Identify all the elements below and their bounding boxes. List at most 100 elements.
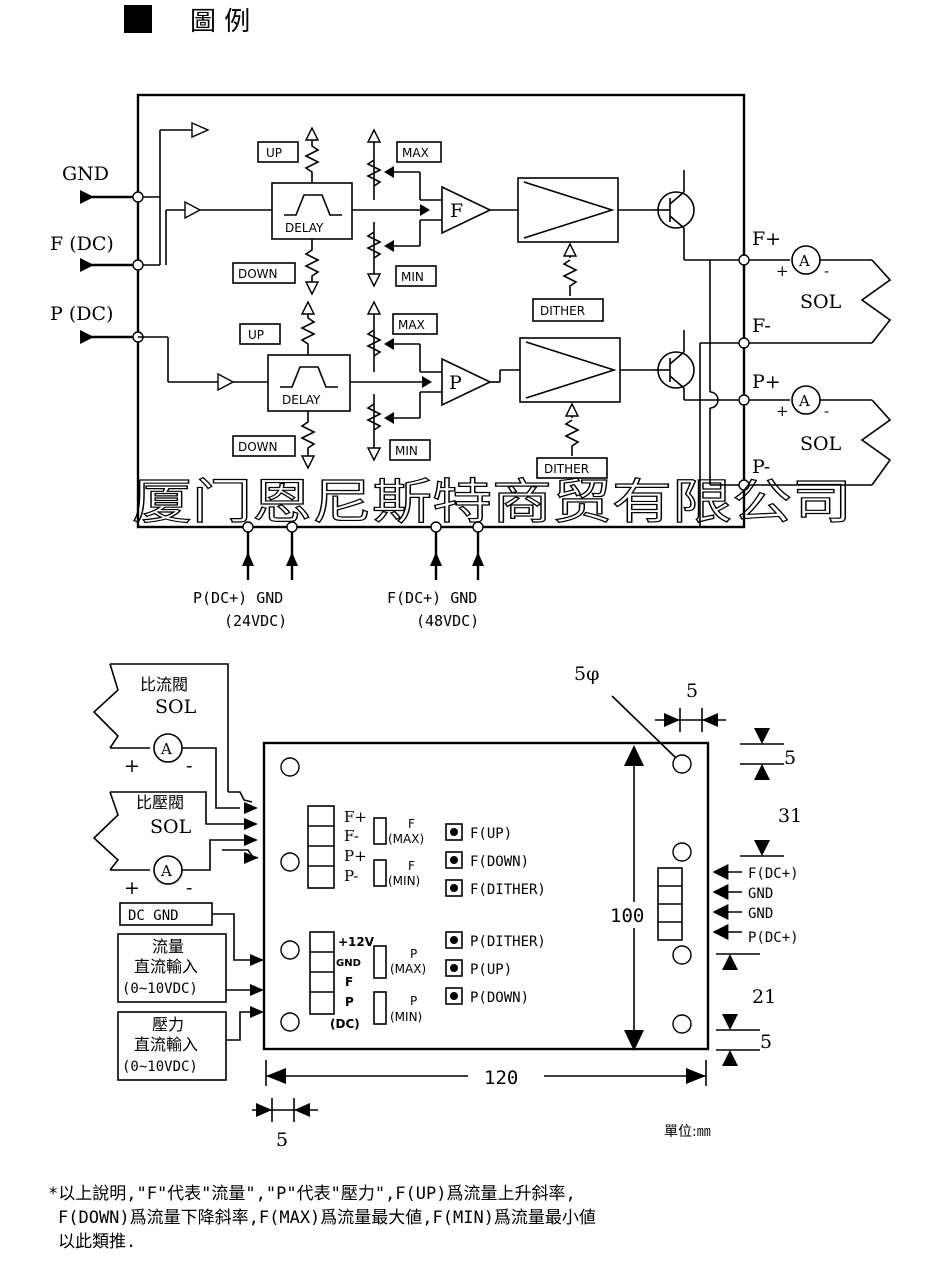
svg-text:(MIN): (MIN) [388, 874, 420, 888]
f-min-label: MIN [401, 270, 424, 284]
svg-text:A: A [798, 392, 810, 410]
pcb-outline [262, 741, 710, 1051]
input-p-dc-label: P (DC) [50, 303, 113, 325]
dim-right-top: 5 [784, 747, 796, 769]
svg-text:F: F [408, 859, 415, 873]
svg-text:+: + [124, 877, 140, 899]
f-max-label: MAX [402, 146, 429, 160]
dim-width: 120 [484, 1067, 518, 1089]
header-square-icon [124, 5, 152, 33]
pressure-input-title: 壓力 [152, 1015, 184, 1034]
out-p-plus-label: P+ [752, 371, 781, 393]
p-delay-box [267, 354, 351, 412]
f-dither-label: DITHER [540, 304, 585, 318]
f-voltage-label: (48VDC) [416, 612, 479, 630]
f-power-label: F(DC+) GND [387, 589, 477, 607]
dim-left-gap: 5 [276, 1129, 288, 1151]
f-amplifier [441, 185, 492, 235]
rt-f-dc: F(DC+) [748, 866, 799, 882]
svg-text:-: - [186, 755, 192, 777]
pot-p-down: P(DOWN) [470, 990, 529, 1006]
svg-text:A: A [160, 740, 172, 758]
svg-text:P: P [410, 994, 417, 1008]
out-f-minus-label: F- [752, 315, 771, 337]
p-dither-label: DITHER [544, 462, 589, 476]
svg-text:P+: P+ [344, 847, 367, 865]
svg-text:GND: GND [748, 906, 773, 922]
out-f-plus-label: F+ [752, 228, 781, 250]
flow-input-title: 流量 [152, 937, 184, 956]
svg-text:A: A [798, 252, 810, 270]
svg-text:F+: F+ [344, 808, 367, 826]
footnote: *以上說明,"F"代表"流量","P"代表"壓力",F(UP)爲流量上升斜率, … [48, 1182, 908, 1254]
svg-text:直流輸入: 直流輸入 [134, 957, 198, 976]
dim-height: 100 [610, 905, 644, 927]
p-amp-label: P [449, 372, 462, 394]
svg-text:F: F [345, 975, 353, 989]
f-down-label: DOWN [238, 267, 278, 281]
p-sol-label: SOL [800, 433, 842, 455]
svg-text:P-: P- [344, 867, 358, 885]
svg-text:(0~10VDC): (0~10VDC) [122, 981, 198, 997]
svg-text:+: + [776, 402, 789, 420]
watermark: 厦门恩尼斯特商贸有限公司 [132, 474, 852, 530]
svg-text:(MIN): (MIN) [390, 1010, 422, 1024]
p-amplifier [441, 357, 492, 407]
f-amp-label: F [450, 200, 463, 222]
input-f-dc-label: F (DC) [50, 233, 114, 255]
page-title: 圖 例 [190, 7, 250, 37]
svg-text:F: F [408, 817, 415, 831]
svg-text:GND: GND [336, 958, 361, 969]
p-down-label: DOWN [238, 440, 278, 454]
p-max-label: MAX [398, 318, 425, 332]
svg-text:(MAX): (MAX) [388, 832, 424, 846]
svg-text:P: P [345, 995, 354, 1009]
p-up-label: UP [248, 328, 264, 342]
svg-text:P: P [410, 947, 417, 961]
dim-right-bottom: 5 [760, 1031, 772, 1053]
svg-text:(DC): (DC) [330, 1017, 360, 1031]
dim-hole: 5φ [574, 663, 599, 685]
pot-f-dither: F(DITHER) [470, 882, 546, 898]
svg-text:(0~10VDC): (0~10VDC) [122, 1059, 198, 1075]
svg-text:直流輸入: 直流輸入 [134, 1035, 198, 1054]
svg-text:+: + [124, 755, 140, 777]
svg-text:-: - [186, 877, 192, 899]
footnote-line: 以此類推. [58, 1232, 137, 1252]
dc-gnd-label: DC GND [128, 908, 179, 924]
p-delay-label: DELAY [282, 393, 321, 407]
pressure-valve-label: 比壓閥 [136, 793, 184, 812]
svg-text:A: A [160, 862, 172, 880]
dim-top-gap: 5 [686, 680, 698, 702]
svg-text:(MAX): (MAX) [390, 962, 426, 976]
f-up-label: UP [266, 146, 282, 160]
unit-label: 單位:㎜ [664, 1124, 711, 1140]
svg-text:-: - [824, 402, 829, 420]
svg-text:GND: GND [748, 886, 773, 902]
dim-right-low: 21 [752, 986, 776, 1008]
mounting-hole [672, 754, 692, 774]
pot-f-up: F(UP) [470, 826, 512, 842]
f-sol-label: SOL [800, 291, 842, 313]
dim-right-mid: 31 [778, 805, 802, 827]
pot-f-down: F(DOWN) [470, 854, 529, 870]
svg-text:-: - [824, 262, 829, 280]
p-voltage-label: (24VDC) [224, 612, 287, 630]
svg-text:F-: F- [344, 827, 359, 845]
p-min-label: MIN [395, 444, 418, 458]
svg-text:+: + [776, 262, 789, 280]
svg-text:SOL: SOL [155, 696, 197, 718]
footnote-line: *以上說明,"F"代表"流量","P"代表"壓力",F(UP)爲流量上升斜率, [48, 1184, 576, 1204]
out-p-minus-label: P- [752, 456, 770, 478]
svg-text:+12V: +12V [338, 935, 375, 949]
svg-text:SOL: SOL [150, 816, 192, 838]
board-drawing: 比流閥 SOL A + - 比壓閥 SOL A + - DC GND 流量 直流… [92, 663, 802, 1151]
flow-valve-label: 比流閥 [140, 675, 188, 694]
f-driver-box [517, 177, 619, 243]
block-diagram: GND F (DC) P (DC) DELAY UP DOWN [50, 93, 892, 630]
p-power-label: P(DC+) GND [193, 589, 283, 607]
pot-p-up: P(UP) [470, 962, 512, 978]
rt-p-dc: P(DC+) [748, 930, 799, 946]
input-gnd-label: GND [62, 163, 109, 185]
